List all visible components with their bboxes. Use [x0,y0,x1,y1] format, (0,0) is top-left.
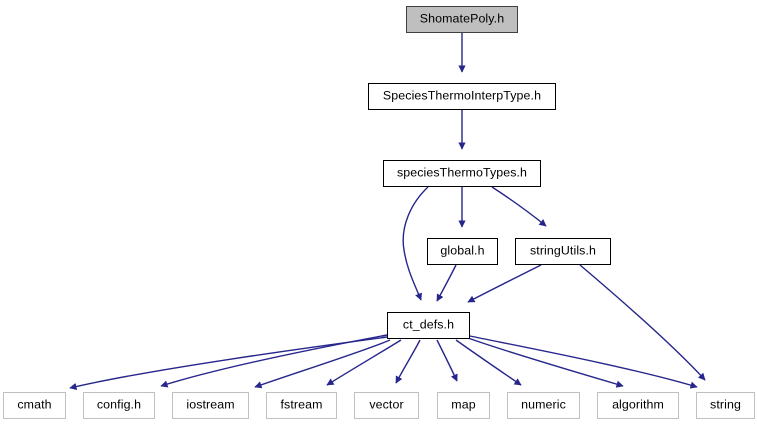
node-label-numeric: numeric [521,397,566,412]
node-label-shomatepoly: ShomatePoly.h [419,11,505,26]
node-numeric[interactable]: numeric [507,392,580,419]
edge-ctdefs-string [469,335,698,389]
node-speciesinterp[interactable]: SpeciesThermoInterpType.h [368,83,556,110]
node-label-cmath: cmath [17,397,52,412]
node-label-fstream: fstream [280,397,323,412]
node-vector[interactable]: vector [354,392,419,419]
edge-global-ctdefs [436,264,457,302]
node-label-string: string [710,397,741,412]
node-thermotypes[interactable]: speciesThermoTypes.h [383,160,541,187]
node-label-algorithm: algorithm [612,397,664,412]
edge-ctdefs-vector [395,339,421,384]
node-stringutils[interactable]: stringUtils.h [515,238,611,265]
edge-ctdefs-iostream [254,339,391,389]
node-label-iostream: iostream [186,397,235,412]
edge-ctdefs-fstream [326,339,402,386]
node-label-global: global.h [440,243,485,258]
node-label-map: map [451,397,476,412]
node-label-thermotypes: speciesThermoTypes.h [396,165,528,180]
node-map[interactable]: map [437,392,490,419]
node-label-ctdefs: ct_defs.h [402,317,455,332]
edge-stringutils-string [579,264,706,381]
node-label-stringutils: stringUtils.h [529,243,597,258]
node-configh[interactable]: config.h [83,392,155,419]
node-label-vector: vector [369,397,404,412]
node-algorithm[interactable]: algorithm [597,392,679,419]
node-iostream[interactable]: iostream [172,392,249,419]
edge-ctdefs-numeric [455,339,522,386]
node-cmath[interactable]: cmath [3,392,66,419]
node-label-configh: config.h [96,397,142,412]
node-shomatepoly: ShomatePoly.h [406,6,518,33]
edge-ctdefs-algorithm [467,337,624,388]
edge-ctdefs-configh [160,334,388,388]
node-ctdefs[interactable]: ct_defs.h [387,312,470,339]
edge-thermotypes-stringutils [491,186,547,227]
edge-ctdefs-map [436,339,458,382]
edge-thermotypes-ctdefs [402,186,429,301]
node-string[interactable]: string [696,392,755,419]
edge-stringutils-ctdefs [467,264,542,303]
node-label-speciesinterp: SpeciesThermoInterpType.h [382,88,542,103]
node-fstream[interactable]: fstream [266,392,337,419]
node-global[interactable]: global.h [427,238,498,265]
